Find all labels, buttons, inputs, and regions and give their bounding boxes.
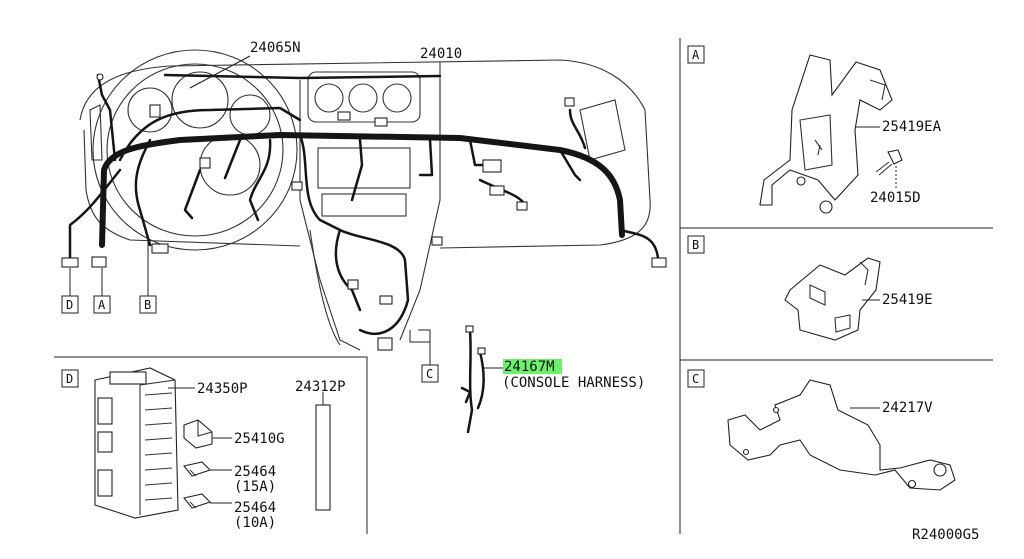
console-harness-highlight [503, 359, 562, 374]
panel-a: A 25419EA 24015D [687, 45, 942, 214]
bracket-24217V-label: 24217V [882, 400, 933, 416]
fuse-10a [183, 493, 212, 509]
callout-tag-b: B [139, 295, 157, 314]
console-harness [460, 325, 503, 434]
harness-24065N-label: 24065N [250, 40, 301, 56]
label-strip-24312P [315, 404, 331, 511]
callout-leaders [69, 55, 441, 365]
fuse-block-24350P [94, 367, 179, 519]
panel-a-tag-text: A [692, 48, 700, 62]
harness-24010-label: 24010 [420, 46, 462, 62]
panel-b-tag [687, 235, 705, 254]
fuse-15a-rating: (15A) [234, 479, 276, 495]
fuse-block-24350P-label: 24350P [197, 381, 248, 397]
diagram-code: R24000G5 [912, 527, 979, 543]
dashboard-outline [79, 49, 651, 351]
bracket-25419EA-label: 25419EA [882, 119, 942, 135]
panel-dividers [54, 38, 993, 534]
bracket-24217V [727, 379, 956, 491]
panel-c-tag [687, 369, 705, 388]
fuse-10a-rating: (10A) [234, 515, 276, 531]
harness-connectors [61, 73, 667, 351]
svg-text:B: B [144, 298, 151, 312]
panel-b-tag-text: B [692, 238, 699, 252]
relay-25410G-label: 25410G [234, 431, 285, 447]
fuse-15a-part-number: 25464 [234, 464, 276, 480]
panel-d-tag [61, 369, 79, 388]
panel-b: B 25419E [687, 235, 933, 341]
console-harness-part-number: 24167M [504, 359, 555, 375]
bolt-24015D [875, 149, 903, 188]
svg-text:D: D [66, 298, 73, 312]
panel-d-tag-text: D [66, 372, 73, 386]
fuse-10a-part-number: 25464 [234, 500, 276, 516]
bracket-25419E [784, 257, 881, 341]
callout-tag-a: A [93, 295, 111, 314]
bolt-24015D-label: 24015D [870, 190, 921, 206]
panel-c-tag-text: C [692, 372, 699, 386]
panel-d: D 24350P 254 [61, 367, 346, 531]
fuse-15a [183, 461, 212, 477]
label-strip-24312P-label: 24312P [295, 379, 346, 395]
relay-25410G [183, 419, 213, 449]
main-harness [68, 73, 660, 335]
callout-tag-c: C [421, 364, 439, 383]
bracket-25419E-label: 25419E [882, 292, 933, 308]
bracket-25419EA [759, 54, 893, 214]
panel-a-tag [687, 45, 705, 64]
callout-tag-d: D [61, 295, 79, 314]
svg-text:A: A [98, 298, 106, 312]
svg-text:C: C [426, 367, 433, 381]
panel-c: C 24217V [687, 369, 956, 491]
console-harness-name: (CONSOLE HARNESS) [502, 375, 645, 391]
